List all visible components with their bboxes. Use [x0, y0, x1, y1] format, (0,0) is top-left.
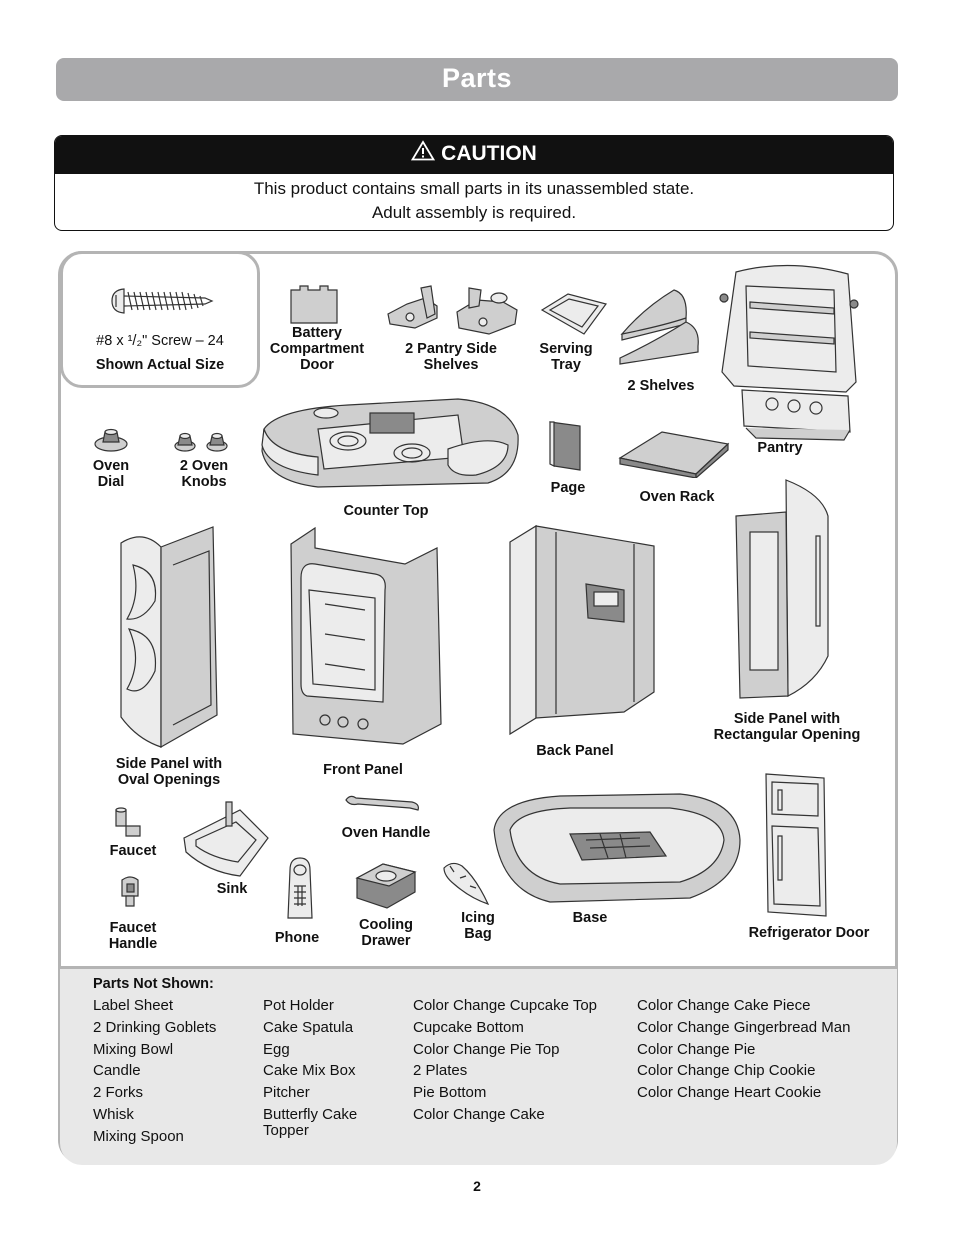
list-item: Cake Mix Box [263, 1062, 356, 1080]
base-illustration [493, 793, 741, 903]
phone-label: Phone [274, 930, 320, 946]
back-panel-illustration [509, 524, 655, 736]
screw-count-label: #8 x ¹/₂" Screw – 24 [96, 333, 224, 349]
two-shelves-label: 2 Shelves [627, 378, 695, 394]
list-item: Color Change Chip Cookie [637, 1062, 816, 1080]
screw-box [60, 251, 260, 388]
side-panel-rect-illustration [735, 479, 829, 699]
pantry-label: Pantry [757, 440, 803, 456]
list-item: Pie Bottom [413, 1084, 487, 1102]
oven-dial-illustration [94, 428, 128, 452]
list-item: 2 Drinking Goblets [93, 1018, 217, 1036]
refrigerator-door-label: Refrigerator Door [748, 925, 870, 941]
list-item: Cake Spatula [263, 1018, 354, 1036]
list-item: Color Change Gingerbread Man [637, 1018, 851, 1036]
list-item: Mixing Bowl [93, 1040, 174, 1058]
cooling-drawer-label: Cooling Drawer [359, 917, 413, 949]
pantry-side-shelves-label: 2 Pantry Side Shelves [405, 341, 497, 373]
list-item: Candle [93, 1062, 141, 1080]
parts-not-shown-box [60, 966, 897, 1165]
caution-line-2: Adult assembly is required. [371, 203, 577, 222]
side-panel-oval-label: Side Panel with Oval Openings [115, 756, 223, 788]
caution-title: CAUTION [441, 142, 537, 165]
side-panel-oval-illustration [120, 526, 218, 749]
not-shown-column-3: Color Change Cupcake Top Cupcake Bottom … [413, 995, 597, 1126]
list-item: Whisk [93, 1105, 134, 1123]
counter-top-label: Counter Top [343, 503, 429, 519]
icing-bag-illustration [443, 862, 490, 906]
list-item: Color Change Heart Cookie [637, 1084, 822, 1102]
not-shown-column-2: Pot Holder Cake Spatula Egg Cake Mix Box… [263, 995, 357, 1139]
faucet-handle-label: Faucet Handle [108, 920, 158, 952]
not-shown-column-4: Color Change Cake Piece Color Change Gin… [637, 995, 850, 1104]
oven-handle-label: Oven Handle [341, 825, 431, 841]
refrigerator-door-illustration [765, 773, 827, 917]
list-item: Color Change Pie Top [413, 1040, 560, 1058]
list-item: Color Change Cake Piece [637, 997, 811, 1014]
battery-door-illustration [290, 285, 338, 324]
oven-knobs-label: 2 Oven Knobs [179, 458, 229, 490]
two-shelves-illustration [619, 289, 699, 365]
parts-not-shown-heading: Parts Not Shown: [93, 976, 214, 992]
sink-label: Sink [216, 881, 248, 897]
oven-knobs-illustration [174, 432, 228, 452]
icing-bag-label: Icing Bag [461, 910, 495, 942]
list-item: Egg [263, 1040, 290, 1058]
base-label: Base [572, 910, 608, 926]
page-label: Page [550, 480, 586, 496]
screw-illustration [111, 288, 214, 314]
faucet-label: Faucet [109, 843, 157, 859]
front-panel-illustration [290, 526, 442, 745]
list-item: Cupcake Bottom [413, 1018, 524, 1036]
list-item: 2 Forks [93, 1084, 144, 1102]
pantry-side-shelves-illustration [387, 285, 518, 335]
list-item: Butterfly Cake [263, 1105, 358, 1123]
faucet-illustration [115, 807, 141, 837]
oven-rack-illustration [618, 431, 730, 478]
back-panel-label: Back Panel [536, 743, 614, 759]
faucet-handle-illustration [121, 876, 139, 907]
sink-illustration [183, 801, 269, 877]
list-item: Label Sheet [93, 997, 174, 1014]
page-title: Parts [441, 63, 513, 93]
front-panel-label: Front Panel [323, 762, 403, 778]
list-item: Pitcher [263, 1084, 310, 1102]
list-item: Color Change Cupcake Top [413, 997, 598, 1014]
screw-size-note: Shown Actual Size [95, 357, 225, 373]
serving-tray-label: Serving Tray [539, 341, 593, 373]
phone-illustration [287, 857, 313, 919]
caution-box: CAUTION This product contains small part… [54, 135, 894, 231]
battery-door-label: Battery Compartment Door [269, 325, 365, 373]
list-item: Mixing Spoon [93, 1127, 184, 1145]
list-item: Color Change Cake [413, 1105, 545, 1123]
page-number: 2 [473, 1178, 481, 1194]
caution-line-1: This product contains small parts in its… [253, 179, 695, 198]
not-shown-column-1: Label Sheet 2 Drinking Goblets Mixing Bo… [93, 995, 216, 1148]
caution-header: CAUTION [55, 136, 893, 174]
oven-dial-label: Oven Dial [92, 458, 130, 490]
list-item: 2 Plates [413, 1062, 468, 1080]
page-illustration [549, 421, 581, 471]
serving-tray-illustration [540, 293, 608, 335]
list-item: Pot Holder [263, 997, 334, 1014]
side-panel-rect-label: Side Panel with Rectangular Opening [713, 711, 861, 743]
list-item: Topper [263, 1121, 309, 1139]
oven-handle-illustration [345, 795, 419, 811]
pantry-illustration [719, 264, 859, 441]
oven-rack-label: Oven Rack [639, 489, 715, 505]
warning-triangle-icon [411, 140, 436, 166]
cooling-drawer-illustration [355, 863, 417, 909]
counter-top-illustration [261, 398, 519, 488]
list-item: Color Change Pie [637, 1040, 756, 1058]
section-title-bar: Parts [56, 58, 898, 101]
